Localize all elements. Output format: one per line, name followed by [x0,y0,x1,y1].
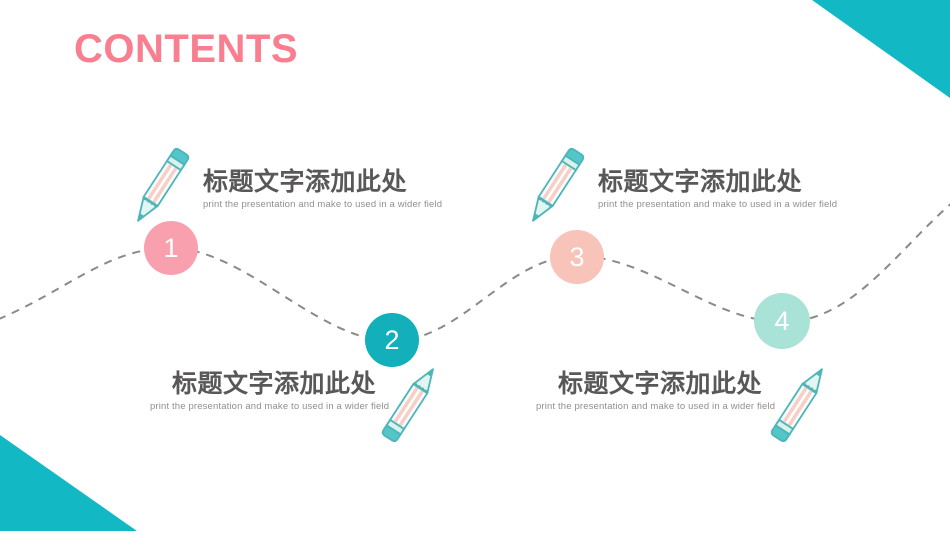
item-title: 标题文字添加此处 [557,370,762,398]
page-title: CONTENTS [74,27,298,71]
content-item-1: 标题文字添加此处 print the presentation and make… [203,168,442,210]
item-title: 标题文字添加此处 [598,168,803,196]
step-number-1: 1 [163,232,179,263]
pencil-icon [532,147,585,222]
item-title: 标题文字添加此处 [171,370,376,398]
step-circle-4: 4 [754,293,810,349]
step-number-4: 4 [774,305,790,336]
step-number-3: 3 [569,241,585,272]
pencil-icon [137,147,190,222]
step-circle-3: 3 [550,230,604,284]
content-item-2: 标题文字添加此处 print the presentation and make… [150,370,390,412]
content-item-4: 标题文字添加此处 print the presentation and make… [536,370,776,412]
corner-triangle-top-right [812,0,950,98]
item-subtitle: print the presentation and make to used … [150,401,390,412]
item-subtitle: print the presentation and make to used … [203,199,443,210]
pencil-icon [770,368,823,443]
item-title: 标题文字添加此处 [203,168,408,196]
step-circle-2: 2 [365,313,419,367]
item-subtitle: print the presentation and make to used … [598,199,838,210]
content-item-3: 标题文字添加此处 print the presentation and make… [598,168,837,210]
step-circle-1: 1 [144,221,198,275]
pencil-icon [381,368,434,443]
item-subtitle: print the presentation and make to used … [536,401,776,412]
corner-triangle-bottom-left [0,435,137,531]
step-number-2: 2 [384,324,400,355]
